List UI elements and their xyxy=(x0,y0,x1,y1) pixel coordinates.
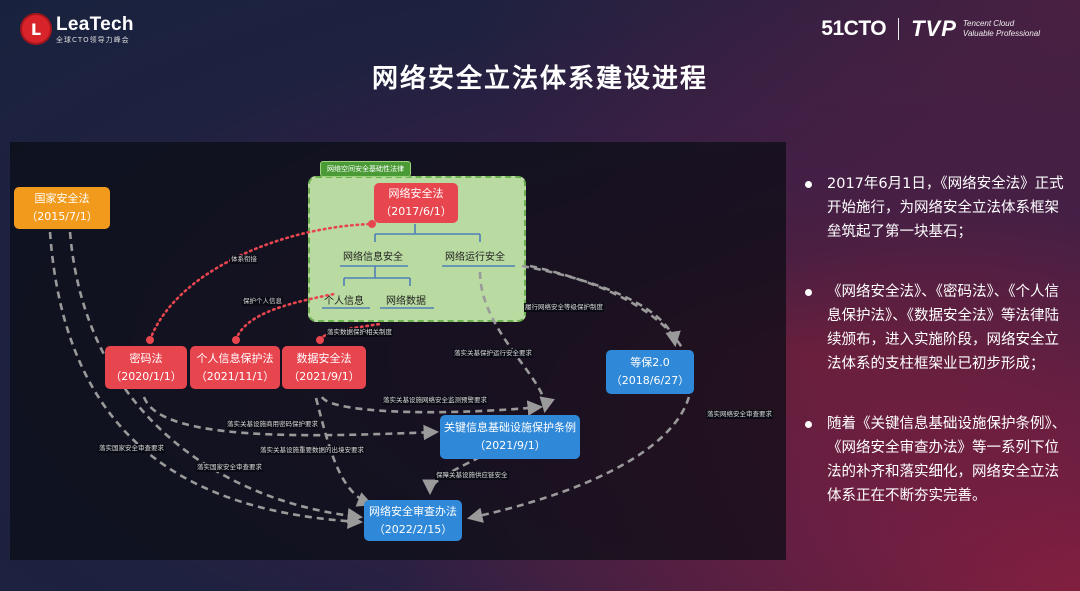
node-cybersecurity-law[interactable]: 网络安全法 （2017/6/1） xyxy=(374,183,458,223)
page-title: 网络安全立法体系建设进程 xyxy=(371,64,708,94)
node-date: （2021/11/1） xyxy=(195,369,275,383)
edge-export xyxy=(314,397,373,507)
partner-logos: 51CTO TVP Tencent Cloud Valuable Profess… xyxy=(821,16,1040,42)
edge-label-review-req: 落实网络安全审查要求 xyxy=(706,410,773,419)
personal-info-label: 个人信息 xyxy=(324,296,364,307)
leatech-logo-mark: L xyxy=(22,15,50,43)
edge-crypto-ciip xyxy=(142,396,440,441)
bullet-dot xyxy=(805,289,812,296)
51cto-logo: 51CTO xyxy=(821,17,887,40)
bullet-text: 随着《关键信息基础设施保护条例》、《网络安全审查办法》等一系列下位法的补齐和落实… xyxy=(827,416,1067,504)
bullet-text: 《网络安全法》、《密码法》、《个人信息保护法》、《数据安全法》等法律陆续颁布，进… xyxy=(827,284,1059,372)
edge-label-system-link: 体系衔接 xyxy=(230,255,258,264)
node-title: 个人信息保护法 xyxy=(196,351,274,365)
edge-dot-crypto xyxy=(146,336,154,344)
node-date: （2018/6/27） xyxy=(610,374,690,387)
node-cybersecurity-review[interactable]: 网络安全审查办法 （2022/2/15） xyxy=(364,500,462,541)
node-title: 数据安全法 xyxy=(296,351,352,365)
bullet-dot xyxy=(805,181,812,188)
edge-label-export-req: 落实关基设施重要数据的出境安要求 xyxy=(259,446,365,455)
node-cryptography-law[interactable]: 密码法 （2020/1/1） xyxy=(105,346,187,389)
node-title: 国家安全法 xyxy=(34,192,90,205)
red-dotted-edges xyxy=(148,222,382,342)
bullet-item: 2017年6月1日，《网络安全法》正式开始施行，为网络安全立法体系框架垒筑起了第… xyxy=(803,172,1068,244)
leatech-logo-tagline: 全球CTO领导力峰会 xyxy=(56,35,130,44)
leatech-logo-name: LeaTech xyxy=(56,13,134,35)
edge-label-mlps-impl: 履行网络安全等级保护制度 xyxy=(524,303,604,312)
edge-monitoring xyxy=(320,396,544,416)
edge-label-crypto-req: 落实关基设施商用密码保护要求 xyxy=(226,420,319,429)
node-date: （2021/9/1） xyxy=(288,369,360,383)
tvp-caption-line2: Valuable Professional xyxy=(962,29,1040,38)
tvp-caption: Tencent Cloud Valuable Professional xyxy=(963,19,1040,39)
node-title: 密码法 xyxy=(129,351,163,365)
edge-label-pi-protection: 保护个人信息 xyxy=(242,297,283,306)
edge-dot-dsl xyxy=(316,336,324,344)
node-title: 关键信息基础设施保护条例 xyxy=(444,421,576,434)
edge-label-ciip-req: 落实关基保护运行安全要求 xyxy=(453,349,533,358)
bullet-dot xyxy=(805,421,812,428)
edge-national-review-1 xyxy=(68,231,364,524)
node-national-security-law[interactable]: 国家安全法 （2015/7/1） xyxy=(14,187,110,229)
node-date: （2022/2/15） xyxy=(373,522,453,536)
node-ciip-regulation[interactable]: 关键信息基础设施保护条例 （2021/9/1） xyxy=(440,415,580,459)
node-date: （2017/6/1） xyxy=(380,205,452,218)
edge-dot-cyber xyxy=(368,220,376,228)
tvp-caption-line1: Tencent Cloud xyxy=(962,19,1015,28)
legislation-diagram: 网络空间安全基础性法律 xyxy=(10,142,786,560)
bullet-item: 《网络安全法》、《密码法》、《个人信息保护法》、《数据安全法》等法律陆续颁布，进… xyxy=(803,280,1068,376)
node-date: （2015/7/1） xyxy=(26,210,98,223)
node-mlps-2[interactable]: 等保2.0 （2018/6/27） xyxy=(606,350,694,394)
foundational-law-tag: 网络空间安全基础性法律 xyxy=(320,161,411,177)
node-date: （2020/1/1） xyxy=(110,369,182,383)
edge-dot-pipl xyxy=(232,336,240,344)
edge-label-national-req2: 落实国家安全审查要求 xyxy=(196,463,263,472)
network-data-label: 网络数据 xyxy=(386,296,426,307)
node-title: 等保2.0 xyxy=(630,356,670,369)
edge-label-national-req1: 落实国家安全审查要求 xyxy=(98,444,165,453)
node-personal-info-law[interactable]: 个人信息保护法 （2021/11/1） xyxy=(190,346,280,389)
edge-review-ops xyxy=(466,264,693,523)
logo-divider xyxy=(898,18,900,40)
node-title: 网络安全法 xyxy=(388,187,444,200)
info-security-label: 网络信息安全 xyxy=(343,252,403,263)
node-date: （2021/9/1） xyxy=(474,439,546,452)
tvp-logo: TVP xyxy=(911,16,957,41)
edge-pi-protection xyxy=(234,292,336,342)
node-data-security-law[interactable]: 数据安全法 （2021/9/1） xyxy=(282,346,366,389)
tree-lines xyxy=(322,224,515,309)
edge-ciip xyxy=(478,271,555,414)
edge-label-monitoring: 落实关基设施网络安全监测预警要求 xyxy=(382,396,488,405)
ops-security-label: 网络运行安全 xyxy=(445,252,505,263)
summary-bullets: 2017年6月1日，《网络安全法》正式开始施行，为网络安全立法体系框架垒筑起了第… xyxy=(803,172,1068,544)
edge-system-link xyxy=(148,222,374,342)
bullet-item: 随着《关键信息基础设施保护条例》、《网络安全审查办法》等一系列下位法的补齐和落实… xyxy=(803,412,1068,508)
edge-label-data-protection: 落实数据保护相关制度 xyxy=(326,328,393,337)
node-title: 网络安全审查办法 xyxy=(369,504,457,518)
bullet-text: 2017年6月1日，《网络安全法》正式开始施行，为网络安全立法体系框架垒筑起了第… xyxy=(827,176,1064,240)
edge-mlps xyxy=(521,264,681,348)
leatech-logo: L LeaTech 全球CTO领导力峰会 xyxy=(22,12,134,46)
edge-label-supply-chain: 保障关基设施供应链安全 xyxy=(435,471,509,480)
